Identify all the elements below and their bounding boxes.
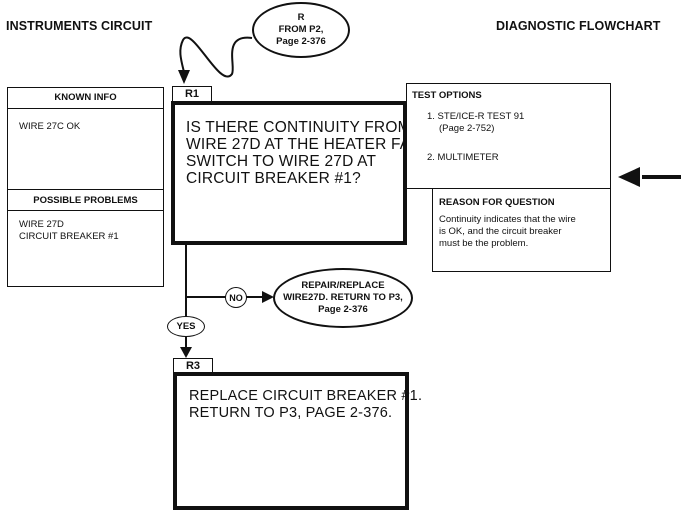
r1-question-line: CIRCUIT BREAKER #1? bbox=[186, 170, 361, 187]
repair-line: Page 2-376 bbox=[318, 304, 368, 315]
known-info-panel bbox=[7, 87, 164, 287]
right-entry-arrowhead bbox=[618, 167, 640, 187]
entry-connector bbox=[179, 36, 253, 78]
known-info-title: KNOWN INFO bbox=[54, 92, 117, 103]
possible-problems-list: WIRE 27D CIRCUIT BREAKER #1 bbox=[19, 219, 119, 243]
entry-ellipse: R FROM P2, Page 2-376 bbox=[252, 2, 350, 58]
r1-question-text: IS THERE CONTINUITY FROM WIRE 27D AT THE… bbox=[186, 119, 422, 187]
entry-ellipse-line-3: Page 2-376 bbox=[276, 36, 326, 47]
yes-arrowhead bbox=[180, 347, 192, 358]
test-option-1-line-1: 1. STE/ICE-R TEST 91 bbox=[427, 111, 525, 122]
possible-problems-title: POSSIBLE PROBLEMS bbox=[33, 194, 138, 206]
r3-tag: R3 bbox=[173, 358, 213, 374]
reason-line: is OK, and the circuit breaker bbox=[439, 226, 562, 237]
r3-action-box bbox=[173, 372, 409, 510]
r3-action-text: REPLACE CIRCUIT BREAKER #1. RETURN TO P3… bbox=[189, 388, 422, 422]
test-option-2: 2. MULTIMETER bbox=[427, 152, 499, 163]
possible-problems-header: POSSIBLE PROBLEMS bbox=[7, 189, 164, 211]
reason-title: REASON FOR QUESTION bbox=[439, 197, 555, 208]
r1-question-box bbox=[171, 101, 407, 245]
no-label: NO bbox=[225, 287, 247, 308]
repair-replace-ellipse: REPAIR/REPLACE WIRE27D. RETURN TO P3, Pa… bbox=[273, 268, 413, 328]
reason-line: Continuity indicates that the wire bbox=[439, 214, 576, 225]
possible-problem-item: CIRCUIT BREAKER #1 bbox=[19, 231, 119, 242]
possible-problem-item: WIRE 27D bbox=[19, 219, 64, 230]
test-option-1-line-2: (Page 2-752) bbox=[439, 123, 495, 134]
entry-ellipse-line-1: R bbox=[297, 12, 305, 23]
test-option-1: 1. STE/ICE-R TEST 91 (Page 2-752) bbox=[427, 111, 524, 135]
entry-ellipse-line-2: FROM P2, bbox=[278, 24, 324, 35]
reason-text: Continuity indicates that the wire is OK… bbox=[439, 214, 576, 250]
repair-line: REPAIR/REPLACE bbox=[301, 280, 385, 291]
r1-question-line: WIRE 27D AT THE HEATER FAN bbox=[186, 136, 422, 153]
instruments-circuit-title: INSTRUMENTS CIRCUIT bbox=[6, 19, 153, 33]
repair-line: WIRE27D. RETURN TO P3, bbox=[283, 292, 403, 303]
diagnostic-flowchart-title: DIAGNOSTIC FLOWCHART bbox=[496, 19, 661, 33]
r3-action-line: RETURN TO P3, PAGE 2-376. bbox=[189, 405, 393, 421]
reason-line: must be the problem. bbox=[439, 238, 529, 249]
r1-question-line: IS THERE CONTINUITY FROM bbox=[186, 119, 411, 136]
test-options-title: TEST OPTIONS bbox=[412, 90, 482, 101]
r1-question-line: SWITCH TO WIRE 27D AT bbox=[186, 153, 377, 170]
known-info-text: WIRE 27C OK bbox=[19, 121, 81, 132]
entry-arrowhead bbox=[178, 70, 190, 84]
test-options-box bbox=[406, 83, 611, 189]
no-arrowhead bbox=[262, 291, 274, 303]
reason-box bbox=[432, 188, 611, 272]
yes-label: YES bbox=[167, 316, 205, 337]
r1-tag: R1 bbox=[172, 86, 212, 102]
known-info-header: KNOWN INFO bbox=[7, 87, 164, 109]
r3-action-line: REPLACE CIRCUIT BREAKER #1. bbox=[189, 388, 423, 404]
